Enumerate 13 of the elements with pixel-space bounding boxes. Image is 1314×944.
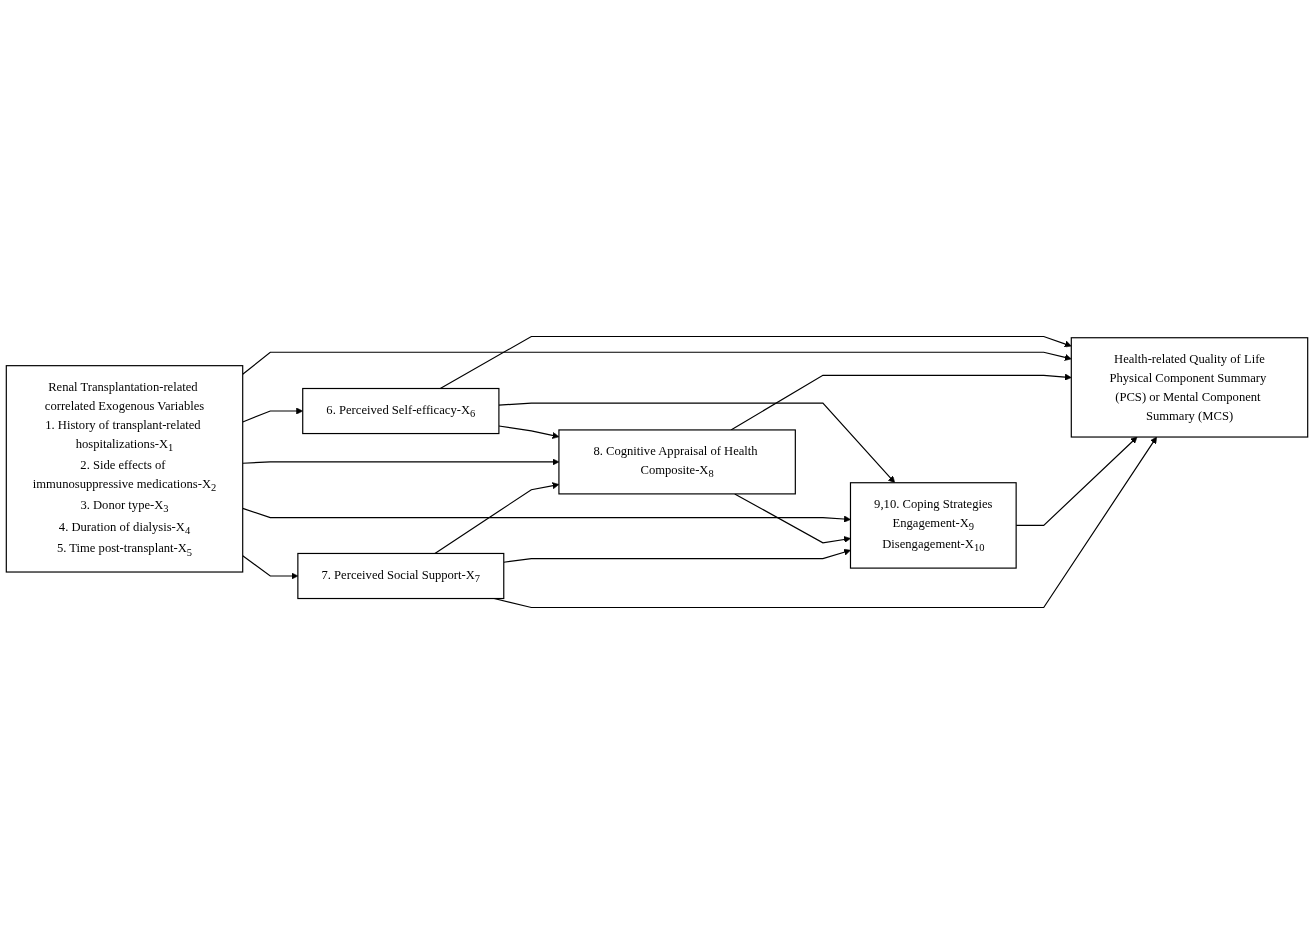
arrow (242, 507, 851, 523)
arrow (242, 351, 1072, 375)
node-box: 6. Perceived Self-efficacy-X$_{6}$ (302, 387, 500, 435)
arrow (734, 493, 851, 544)
node-box: 8. Cognitive Appraisal of Health Composite-X$_{8}$ (558, 429, 796, 495)
arrow (730, 373, 1072, 431)
arrow (503, 548, 851, 563)
node-box: 9,10. Coping Strategies Engagement-X$_{9}$ Disengagement-X$_{10}$ (849, 482, 1017, 569)
arrow (498, 402, 896, 484)
arrow (439, 335, 1072, 390)
node-box: Health-related Quality of Life Physical Component Summary (PCS) or Mental Component Summary (MCS) (1070, 337, 1309, 438)
node-box: Renal Transplantation-related correlated Exogenous Variables 1. History of transplant-related hospitalizations-X$_{1}$ 2. Side effects of immunosuppressive medications-X$_{2}$ 3. Donor type-X$_{3}$ 4. Duration of dialysis-X$_{4}$ 5. Time post-transplant-X$_{5}$ (5, 365, 244, 573)
node-box: 7. Perceived Social Support-X$_{7}$ (297, 552, 505, 600)
